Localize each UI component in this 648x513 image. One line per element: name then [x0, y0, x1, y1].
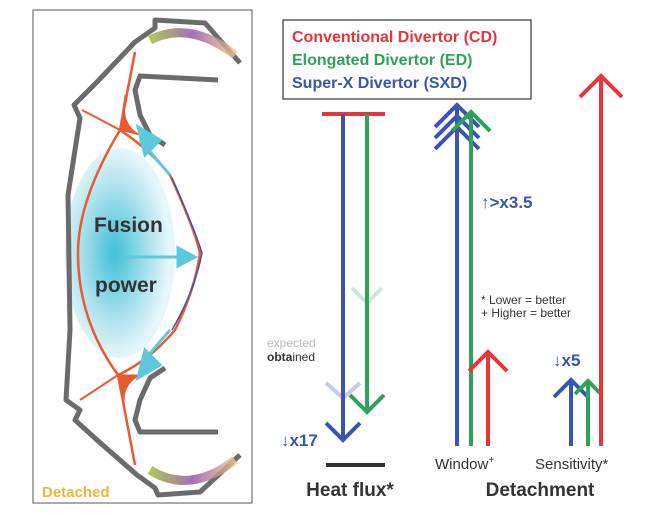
detachment-title: Detachment: [486, 480, 595, 501]
legend-ed: Elongated Divertor (ED): [292, 52, 472, 69]
sxd-expected-chevron: [324, 381, 362, 401]
upper-divertor-leg: [147, 28, 238, 59]
lower-divertor-leg: [147, 456, 238, 485]
sensitivity-arrows: [552, 73, 624, 446]
sxd-field-line: [171, 177, 203, 331]
heat-flux-reduction: ↓x17: [281, 431, 318, 450]
window-sup: +: [488, 455, 494, 466]
sensitivity-label: Sensitivity*: [535, 456, 609, 473]
fusion-label: Fusion: [94, 214, 163, 237]
heat-flux-title: Heat flux*: [306, 480, 394, 501]
legend-sxd: Super-X Divertor (SXD): [292, 75, 467, 92]
expected-label: expected: [267, 336, 316, 350]
window-arrows: [433, 102, 509, 446]
detached-label: Detached: [42, 484, 110, 501]
note-lower-better: * Lower = better: [481, 293, 566, 307]
window-label: Window+: [435, 455, 494, 473]
tokamak-cross-section: Fusion power Detached: [32, 9, 253, 504]
ed-expected-chevron: [350, 286, 384, 306]
legend-cd: Conventional Divertor (CD): [292, 29, 497, 46]
legend-box: [282, 19, 532, 100]
window-gain: ↑>x3.5: [481, 193, 533, 212]
panel-border: [32, 9, 253, 504]
note-higher-better: + Higher = better: [481, 306, 571, 320]
window-text: Window: [435, 456, 489, 473]
obtained-label: obtained: [267, 350, 315, 364]
plasma-core: [65, 148, 175, 358]
power-flow-arrows: [125, 123, 199, 382]
sensitivity-gain: ↓x5: [553, 351, 580, 370]
legend: Conventional Divertor (CD) Elongated Div…: [282, 19, 532, 100]
heat-flux-arrows: [322, 112, 386, 467]
power-label: power: [95, 274, 157, 297]
obtained-bold: obta: [267, 350, 293, 364]
obtained-rest: ined: [292, 350, 315, 364]
